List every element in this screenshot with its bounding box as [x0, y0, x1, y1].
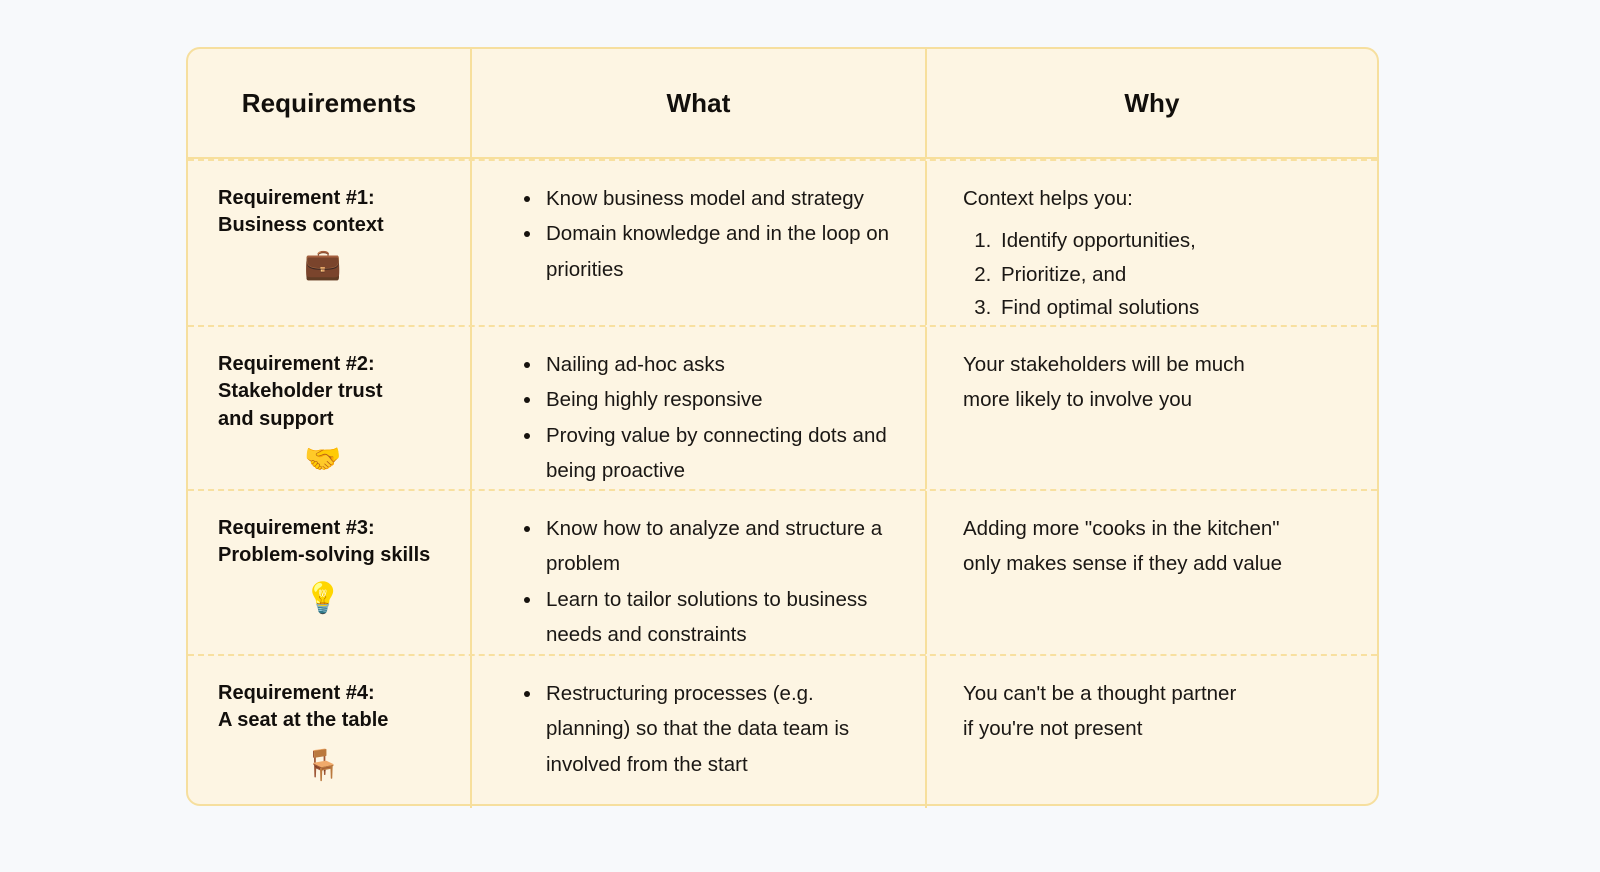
list-item: Domain knowledge and in the loop on prio… — [524, 216, 899, 287]
what-cell: Know business model and strategy Domain … — [470, 161, 925, 325]
why-lead-text: You can't be a thought partner if you're… — [963, 682, 1237, 741]
table-header-cell-what: What — [470, 49, 925, 157]
handshake-emoji: 🤝 — [304, 442, 342, 478]
list-item: Proving value by connecting dots and bei… — [524, 418, 899, 489]
list-item: Nailing ad-hoc asks — [524, 347, 899, 382]
table-row: Requirement #4: A seat at the table 🪑 Re… — [188, 654, 1377, 808]
header-label-why: Why — [1124, 87, 1180, 118]
why-ordered-list: Identify opportunities, Prioritize, and … — [963, 224, 1351, 324]
chair-emoji: 🪑 — [304, 747, 342, 783]
requirement-cell: Requirement #1: Business context 💼 — [188, 161, 470, 325]
list-item: Prioritize, and — [997, 258, 1351, 291]
why-lead-text: Context helps you: — [963, 187, 1133, 210]
list-item: Know business model and strategy — [524, 181, 899, 216]
what-list: Restructuring processes (e.g. planning) … — [502, 676, 899, 782]
what-list: Know how to analyze and structure a prob… — [502, 511, 899, 653]
why-cell: Your stakeholders will be much more like… — [925, 327, 1377, 489]
table-row: Requirement #1: Business context 💼 Know … — [188, 159, 1377, 325]
why-lead-text: Adding more "cooks in the kitchen" only … — [963, 517, 1283, 576]
list-item: Find optimal solutions — [997, 291, 1351, 324]
requirement-title: Requirement #3: Problem-solving skills — [218, 517, 431, 567]
requirement-cell: Requirement #4: A seat at the table 🪑 — [188, 656, 470, 808]
header-label-what: What — [666, 87, 731, 118]
what-cell: Nailing ad-hoc asks Being highly respons… — [470, 327, 925, 489]
what-cell: Restructuring processes (e.g. planning) … — [470, 656, 925, 808]
table-header-row: Requirements What Why — [188, 49, 1377, 159]
table-header-cell-why: Why — [925, 49, 1377, 157]
list-item: Know how to analyze and structure a prob… — [524, 511, 899, 582]
what-list: Nailing ad-hoc asks Being highly respons… — [502, 347, 899, 489]
what-list: Know business model and strategy Domain … — [502, 181, 899, 287]
list-item: Learn to tailor solutions to business ne… — [524, 582, 899, 653]
requirement-title: Requirement #4: A seat at the table — [218, 682, 389, 732]
header-label-requirements: Requirements — [241, 87, 417, 118]
list-item: Being highly responsive — [524, 382, 899, 417]
requirement-cell: Requirement #3: Problem-solving skills 💡 — [188, 491, 470, 654]
table-row: Requirement #2: Stakeholder trust and su… — [188, 325, 1377, 489]
what-cell: Know how to analyze and structure a prob… — [470, 491, 925, 654]
light-bulb-emoji: 💡 — [304, 580, 342, 616]
requirement-title: Requirement #1: Business context — [218, 187, 384, 237]
requirements-table: Requirements What Why Requirement #1: Bu… — [186, 47, 1379, 808]
why-cell: Adding more "cooks in the kitchen" only … — [925, 491, 1377, 654]
why-cell: You can't be a thought partner if you're… — [925, 656, 1377, 808]
table-row: Requirement #3: Problem-solving skills 💡… — [188, 489, 1377, 654]
table-header-cell-requirements: Requirements — [188, 49, 470, 157]
list-item: Restructuring processes (e.g. planning) … — [524, 676, 899, 782]
why-lead-text: Your stakeholders will be much more like… — [963, 353, 1245, 412]
list-item: Identify opportunities, — [997, 224, 1351, 257]
why-cell: Context helps you: Identify opportunitie… — [925, 161, 1377, 325]
briefcase-emoji: 💼 — [304, 246, 342, 282]
requirement-cell: Requirement #2: Stakeholder trust and su… — [188, 327, 470, 489]
requirement-title: Requirement #2: Stakeholder trust and su… — [218, 353, 383, 430]
